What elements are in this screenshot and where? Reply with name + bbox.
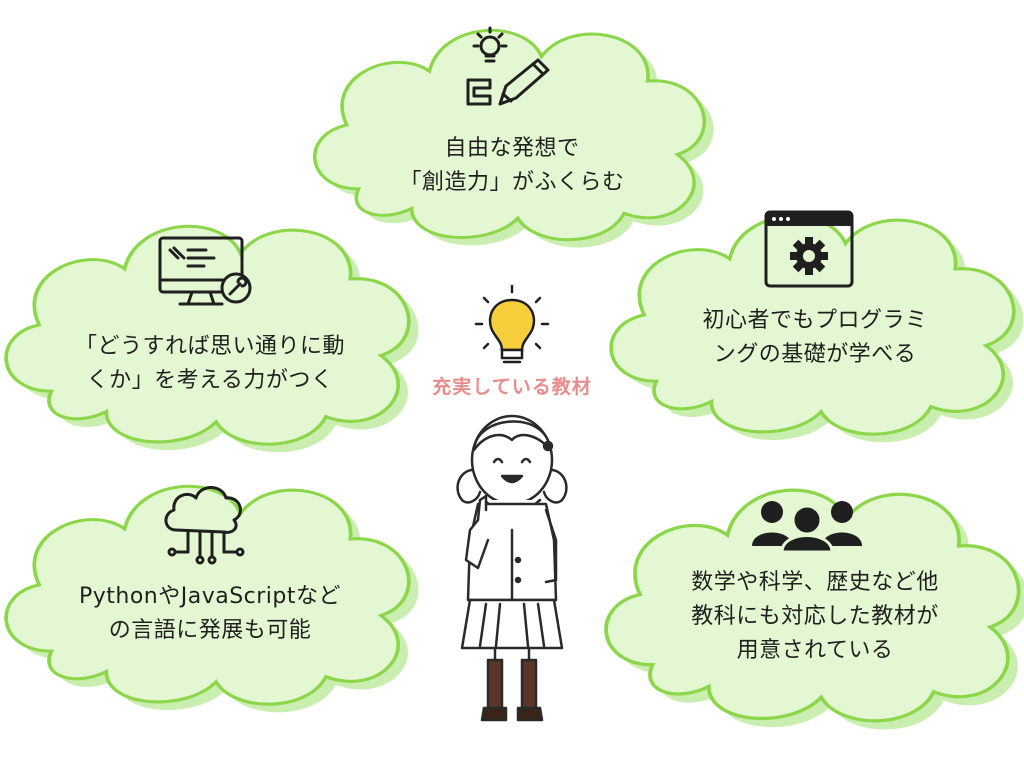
cloud-network-icon xyxy=(164,486,245,565)
bubble-upper-left-line1: 「どうすれば思い通りに動 xyxy=(74,334,345,359)
bubble-lower-left-text: PythonやJavaScriptなど の言語に発展も可能 xyxy=(40,580,380,648)
student-girl-illustration xyxy=(456,414,568,722)
bubble-top-line1: 自由な発想で xyxy=(444,136,580,161)
bubble-lower-left-line2: の言語に発展も可能 xyxy=(108,618,312,643)
people-group-icon xyxy=(752,501,862,554)
bubble-lower-right-line3: 用意されている xyxy=(736,638,894,663)
bubble-upper-right-line1: 初心者でもプログラミ xyxy=(702,308,928,333)
bubble-upper-right-line2: ングの基礎が学べる xyxy=(713,342,917,367)
bubble-upper-left-text: 「どうすれば思い通りに動 くか」を考える力がつく xyxy=(40,330,380,398)
bubble-upper-left-line2: くか」を考える力がつく xyxy=(86,368,334,393)
center-title: 充実している教材 xyxy=(432,376,592,398)
idea-pencil-icon xyxy=(466,26,550,106)
browser-gear-icon xyxy=(764,210,854,288)
bubble-top-line2: 「創造力」がふくらむ xyxy=(399,170,625,195)
bubble-lower-right-line2: 教科にも対応した教材が xyxy=(691,604,939,629)
bubble-lower-right-line1: 数学や科学、歴史など他 xyxy=(691,570,939,595)
monitor-wrench-icon xyxy=(158,236,252,306)
bubble-top-text: 自由な発想で 「創造力」がふくらむ xyxy=(372,132,652,200)
lightbulb-icon xyxy=(474,284,550,364)
bubble-lower-left-line1: PythonやJavaScriptなど xyxy=(78,584,342,609)
bubble-lower-right-text: 数学や科学、歴史など他 教科にも対応した教材が 用意されている xyxy=(650,566,980,668)
bubble-upper-right-text: 初心者でもプログラミ ングの基礎が学べる xyxy=(660,304,970,372)
